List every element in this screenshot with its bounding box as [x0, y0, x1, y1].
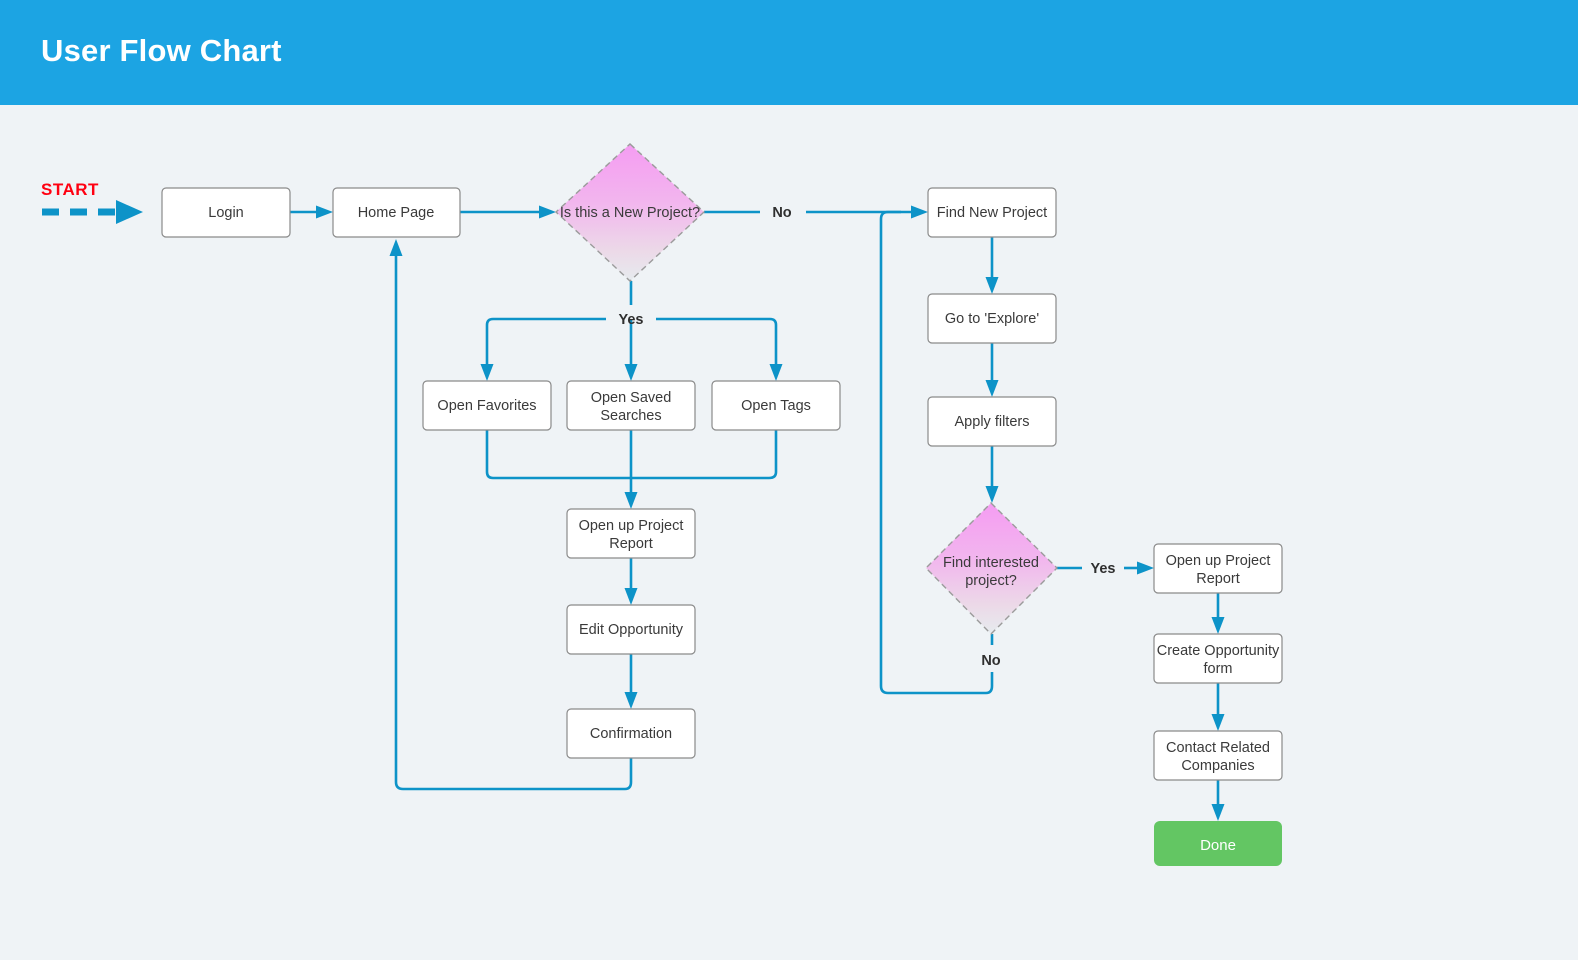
node-edit-opportunity-box[interactable] [566, 604, 696, 655]
node-open-favorites-box[interactable] [422, 380, 552, 431]
node-home-page-label: Home Page [358, 205, 435, 221]
edge-label-yes-2: Yes [1091, 561, 1116, 577]
node-find-new-project-label: Find New Project [937, 205, 1047, 221]
node-open-project-report-right-label-line2: Report [1196, 571, 1240, 587]
node-apply-filters-box[interactable] [927, 396, 1057, 447]
node-create-opportunity-form[interactable]: Create Opportunity form [1153, 633, 1283, 684]
node-apply-filters-label: Apply filters [955, 414, 1030, 430]
edge-decision2-no-loop [879, 210, 994, 695]
node-open-tags-label: Open Tags [741, 398, 811, 414]
node-open-saved-searches-label-line2: Searches [600, 408, 661, 424]
node-decision-new-project-shape[interactable] [554, 143, 706, 282]
node-contact-related-companies-box[interactable] [1153, 730, 1283, 781]
edge-find-new-to-explore [985, 237, 999, 294]
nodes-layer: START Login Home Page Is this a New Proj… [41, 143, 1283, 866]
node-login-label: Login [208, 205, 243, 221]
node-open-project-report-left[interactable]: Open up Project Report [566, 508, 696, 559]
node-decision-new-project[interactable]: Is this a New Project? [554, 143, 706, 282]
edge-home-to-decision1 [460, 205, 556, 219]
node-decision-find-interested-label-line2: project? [965, 573, 1017, 589]
edge-contact-to-done [1211, 780, 1225, 821]
edge-edit-to-confirmation [624, 654, 638, 709]
header-bar: User Flow Chart [0, 0, 1578, 105]
node-done[interactable]: Done [1154, 821, 1282, 866]
node-login-box[interactable] [161, 187, 291, 238]
node-go-to-explore[interactable]: Go to 'Explore' [927, 293, 1057, 344]
node-confirmation-box[interactable] [566, 708, 696, 759]
node-edit-opportunity[interactable]: Edit Opportunity [566, 604, 696, 655]
node-find-new-project-box[interactable] [927, 187, 1057, 238]
edge-label-no-2: No [981, 653, 1000, 669]
page-title: User Flow Chart [41, 33, 282, 68]
node-find-new-project[interactable]: Find New Project [927, 187, 1057, 238]
node-home-page[interactable]: Home Page [332, 187, 461, 238]
node-login[interactable]: Login [161, 187, 291, 238]
node-open-project-report-right-box[interactable] [1153, 543, 1283, 594]
edge-report-right-to-create-opp [1211, 593, 1225, 634]
node-confirmation-label: Confirmation [590, 726, 672, 742]
node-open-project-report-left-label-line2: Report [609, 536, 653, 552]
node-contact-related-companies-label-line1: Contact Related [1166, 740, 1270, 756]
node-done-label: Done [1200, 837, 1236, 854]
node-done-box[interactable] [1154, 821, 1282, 866]
edge-branches-merge-to-report [485, 430, 778, 509]
node-open-project-report-right-label-line1: Open up Project [1166, 553, 1271, 569]
edge-decision1-yes-bus [480, 281, 783, 381]
node-contact-related-companies-label-line2: Companies [1181, 758, 1254, 774]
edge-explore-to-filters [985, 343, 999, 397]
edge-report-to-edit [624, 558, 638, 605]
node-home-page-box[interactable] [332, 187, 461, 238]
node-go-to-explore-box[interactable] [927, 293, 1057, 344]
node-open-project-report-left-box[interactable] [566, 508, 696, 559]
node-open-favorites-label: Open Favorites [437, 398, 536, 414]
node-confirmation[interactable]: Confirmation [566, 708, 696, 759]
edge-labels-layer: No Yes Yes No [619, 205, 1116, 669]
node-create-opportunity-form-label-line2: form [1204, 661, 1233, 677]
edge-label-no-1: No [772, 205, 791, 221]
node-decision-find-interested-label-line1: Find interested [943, 555, 1039, 571]
node-open-saved-searches[interactable]: Open Saved Searches [566, 380, 696, 431]
node-decision-find-interested-shape[interactable] [925, 502, 1058, 635]
node-open-project-report-left-label-line1: Open up Project [579, 518, 684, 534]
node-open-saved-searches-label-line1: Open Saved [591, 390, 672, 406]
node-open-tags[interactable]: Open Tags [711, 380, 841, 431]
node-open-favorites[interactable]: Open Favorites [422, 380, 552, 431]
node-open-tags-box[interactable] [711, 380, 841, 431]
edge-login-to-home [290, 205, 333, 219]
node-decision-find-interested[interactable]: Find interested project? [925, 502, 1058, 635]
node-apply-filters[interactable]: Apply filters [927, 396, 1057, 447]
node-edit-opportunity-label: Edit Opportunity [579, 622, 684, 638]
node-create-opportunity-form-box[interactable] [1153, 633, 1283, 684]
start-label: START [41, 180, 99, 199]
node-open-saved-searches-box[interactable] [566, 380, 696, 431]
edge-decision2-yes-to-report [1057, 561, 1154, 575]
edge-confirmation-to-home [389, 239, 633, 791]
edge-create-opp-to-contact [1211, 683, 1225, 731]
node-create-opportunity-form-label-line1: Create Opportunity [1157, 643, 1280, 659]
connectors-layer [42, 200, 1225, 821]
node-decision-new-project-label: Is this a New Project? [560, 205, 700, 221]
edge-label-yes-1: Yes [619, 312, 644, 328]
edge-filters-to-decision2 [985, 446, 999, 503]
edge-start-to-login [42, 200, 143, 224]
node-contact-related-companies[interactable]: Contact Related Companies [1153, 730, 1283, 781]
node-open-project-report-right[interactable]: Open up Project Report [1153, 543, 1283, 594]
node-go-to-explore-label: Go to 'Explore' [945, 311, 1039, 327]
